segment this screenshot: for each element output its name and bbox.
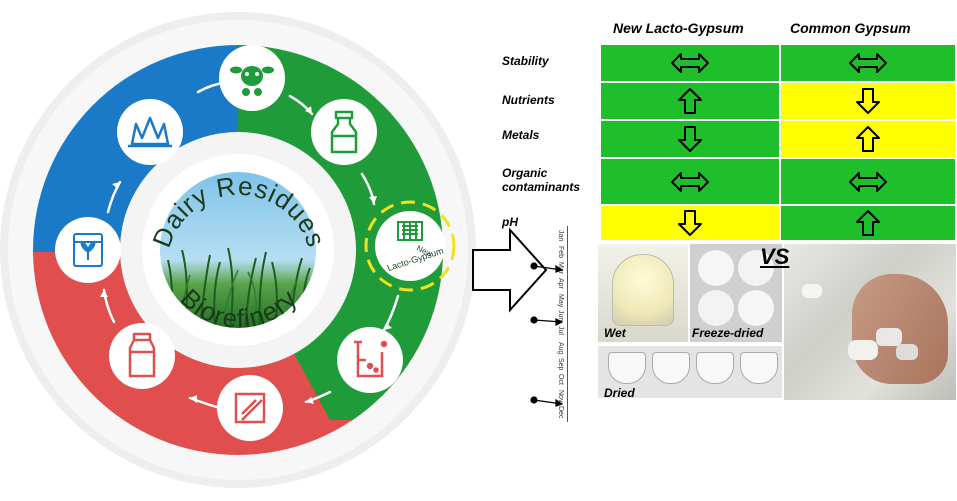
seedling-node <box>55 217 121 283</box>
biorefinery-cycle-diagram: Dairy Residues Biorefinery <box>0 12 476 488</box>
down-arrow-icon <box>677 125 703 153</box>
comparison-cell-common <box>780 82 956 120</box>
cow-icon <box>230 66 274 96</box>
dried-bowl <box>652 352 690 384</box>
dried-sample-photo <box>598 346 782 398</box>
up-arrow-icon <box>855 125 881 153</box>
pad-node <box>217 375 283 441</box>
comparison-cell-common <box>780 205 956 241</box>
timeline-axis <box>567 226 568 422</box>
row-label-organic: Organic contaminants <box>502 166 581 194</box>
gypsum-rock <box>876 328 902 346</box>
double-arrow-icon <box>848 51 888 75</box>
row-label-metals: Metals <box>502 128 540 142</box>
wet-sample-cup <box>612 254 674 326</box>
comparison-cell-common <box>780 158 956 205</box>
cow-node <box>219 45 285 111</box>
down-arrow-icon <box>855 87 881 115</box>
grass-icon <box>128 116 172 148</box>
beaker-icon <box>354 340 388 378</box>
timeline-markers <box>530 262 564 407</box>
row-label-stability: Stability <box>502 54 549 68</box>
freeze-dried-disc <box>738 250 774 286</box>
column-header-common: Common Gypsum <box>790 20 911 36</box>
seedling-icon <box>73 233 103 267</box>
dried-bowl <box>696 352 734 384</box>
dried-bowl <box>740 352 778 384</box>
gypsum-rock <box>848 340 878 360</box>
milk-can-node <box>311 99 377 165</box>
comparison-cell-new <box>600 44 780 82</box>
beaker-node <box>337 327 403 393</box>
double-arrow-icon <box>848 170 888 194</box>
pad-icon <box>234 392 266 424</box>
comparison-cell-new <box>600 205 780 241</box>
gypsum-rock <box>802 284 822 298</box>
dried-bowl <box>608 352 646 384</box>
wet-sample-photo <box>598 244 688 342</box>
lacto-gypsum-node: New Lacto-Gypsum <box>364 200 456 292</box>
down-arrow-icon <box>677 209 703 237</box>
column-header-new: New Lacto-Gypsum <box>613 20 744 36</box>
gypsum-rock <box>896 344 918 360</box>
row-label-ph: pH <box>502 215 518 229</box>
double-arrow-icon <box>670 51 710 75</box>
comparison-cell-new <box>600 158 780 205</box>
freeze-dried-photo <box>690 244 782 342</box>
big-right-arrow <box>472 227 548 313</box>
wet-label: Wet <box>604 326 626 340</box>
up-arrow-icon <box>855 209 881 237</box>
milk-carton-node <box>109 323 175 389</box>
row-label-nutrients: Nutrients <box>502 93 555 107</box>
dried-label: Dried <box>604 386 635 400</box>
grass-node <box>117 99 183 165</box>
double-arrow-icon <box>670 170 710 194</box>
comparison-cell-common <box>780 120 956 158</box>
comparison-cell-new <box>600 82 780 120</box>
freeze-dried-disc <box>738 290 774 326</box>
freeze-dried-disc <box>698 250 734 286</box>
freeze-dried-disc <box>698 290 734 326</box>
up-arrow-icon <box>677 87 703 115</box>
vs-label: VS <box>760 244 790 269</box>
milk-can-icon <box>330 110 358 154</box>
freeze-dried-label: Freeze-dried <box>692 326 764 340</box>
lacto-gypsum-icon <box>397 221 423 241</box>
comparison-cell-common <box>780 44 956 82</box>
month-label: Jan <box>557 230 564 242</box>
comparison-cell-new <box>600 120 780 158</box>
common-gypsum-photo <box>784 244 956 400</box>
milk-carton-icon <box>128 332 156 378</box>
